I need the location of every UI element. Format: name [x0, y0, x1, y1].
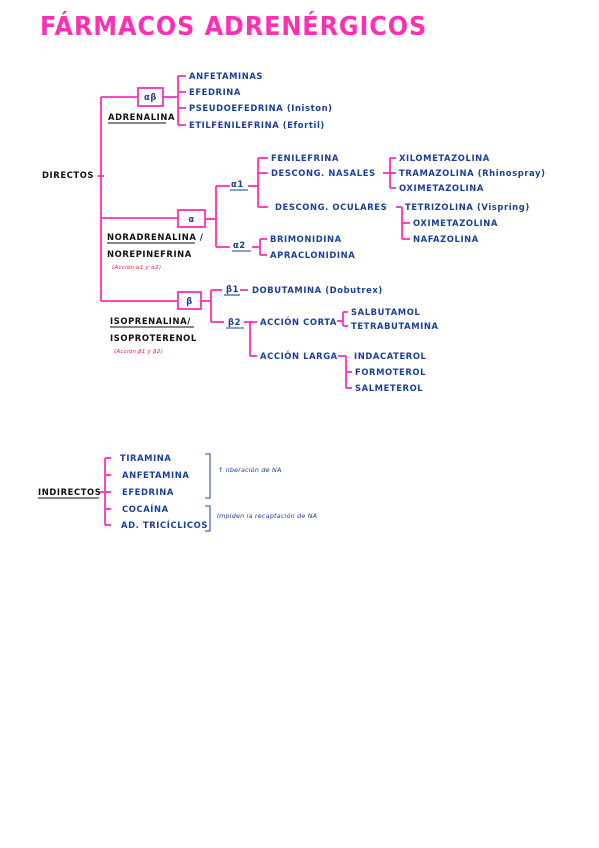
- indirectos-drug: COCAÍNA: [122, 503, 169, 514]
- descong-oculares-label: DESCONG. OCULARES: [275, 202, 387, 212]
- adrenalina-drug: EFEDRINA: [189, 87, 241, 97]
- indirectos-label: INDIRECTOS: [38, 487, 101, 497]
- beta1-label: β1: [226, 284, 239, 294]
- corta-drug: SALBUTAMOL: [351, 307, 420, 317]
- page-title: FÁRMACOS ADRENÉRGICOS: [40, 12, 428, 42]
- accion-larga-label: ACCIÓN LARGA: [260, 350, 338, 361]
- directos-connectors: [98, 75, 410, 389]
- oculares-drug: TETRIZOLINA (Vispring): [405, 202, 530, 212]
- oculares-drug: OXIMETAZOLINA: [413, 218, 498, 228]
- receptor-box-beta: β: [177, 291, 202, 310]
- receptor-box-alpha-beta: αβ: [137, 87, 164, 107]
- nasales-drug: TRAMAZOLINA (Rhinospray): [399, 168, 546, 178]
- isoproterenol-label: ISOPROTERENOL: [110, 333, 197, 343]
- alpha2-label: α2: [233, 240, 246, 250]
- fenilefrina-label: FENILEFRINA: [271, 153, 339, 163]
- nasales-drug: OXIMETAZOLINA: [399, 183, 484, 193]
- receptor-box-alpha: α: [177, 209, 206, 228]
- noradrenalina-note: (Acción α1 y α2): [112, 264, 161, 271]
- adrenalina-drug: ANFETAMINAS: [189, 71, 263, 81]
- svg-text:β: β: [186, 296, 193, 306]
- adrenalina-drug: ETILFENILEFRINA (Efortil): [189, 120, 325, 130]
- norepinefrina-label: NOREPINEFRINA: [107, 249, 192, 259]
- alpha1-label: α1: [231, 179, 244, 189]
- svg-text:αβ: αβ: [144, 92, 157, 102]
- dobutamina-label: DOBUTAMINA (Dobutrex): [252, 285, 383, 295]
- isoprenalina-label: ISOPRENALINA/: [110, 316, 191, 326]
- svg-text:α: α: [188, 214, 194, 224]
- oculares-drug: NAFAZOLINA: [413, 234, 479, 244]
- beta2-label: β2: [228, 317, 241, 327]
- alpha2-drug: BRIMONIDINA: [270, 234, 342, 244]
- adrenalina-drug: PSEUDOEFEDRINA (Iniston): [189, 103, 333, 113]
- alpha2-drug: APRACLONIDINA: [270, 250, 355, 260]
- indirectos-drug: ANFETAMINA: [122, 470, 189, 480]
- descong-nasales-label: DESCONG. NASALES: [271, 168, 376, 178]
- directos-label: DIRECTOS: [42, 170, 94, 180]
- accion-corta-label: ACCIÓN CORTA: [260, 316, 337, 327]
- noradrenalina-label: NORADRENALINA /: [107, 232, 204, 242]
- indirectos-connectors: [100, 453, 211, 532]
- nasales-drug: XILOMETAZOLINA: [399, 153, 490, 163]
- isoprenalina-note: (Acción β1 y β2): [114, 348, 163, 355]
- corta-drug: TETRABUTAMINA: [351, 321, 439, 331]
- larga-drug: FORMOTEROL: [355, 367, 426, 377]
- indirectos-drug: AD. TRICÍCLICOS: [121, 519, 208, 530]
- liberacion-note: ↑ liberación de NA: [218, 466, 282, 474]
- indirectos-drug: EFEDRINA: [122, 487, 174, 497]
- indirectos-drug: TIRAMINA: [120, 453, 172, 463]
- adrenalina-label: ADRENALINA: [108, 112, 175, 122]
- larga-drug: INDACATEROL: [354, 351, 427, 361]
- larga-drug: SALMETEROL: [355, 383, 423, 393]
- recaptacion-note: Impiden la recaptación de NA: [217, 512, 317, 520]
